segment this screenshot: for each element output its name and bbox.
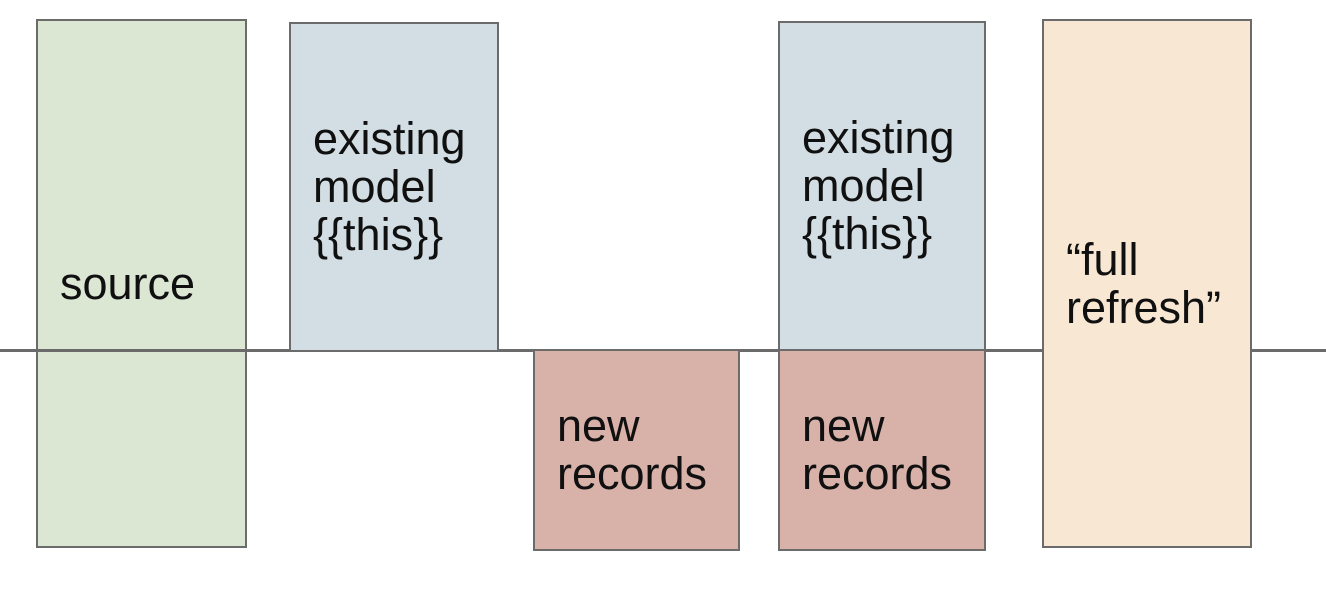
source-box-label: source xyxy=(60,257,196,309)
new-records-box-2-label: new records xyxy=(802,400,953,499)
existing-model-box-1-label: existing model {{this}} xyxy=(313,113,466,260)
existing-model-box-2-label: existing model {{this}} xyxy=(802,112,955,259)
new-records-box-1-label: new records xyxy=(557,400,708,499)
new-records-box-1: new records xyxy=(533,349,740,551)
existing-model-box-1: existing model {{this}} xyxy=(289,22,499,352)
existing-model-box-2: existing model {{this}} xyxy=(778,21,986,351)
new-records-box-2: new records xyxy=(778,349,986,551)
full-refresh-box-label: “full refresh” xyxy=(1066,233,1222,333)
full-refresh-box: “full refresh” xyxy=(1042,19,1252,548)
source-box: source xyxy=(36,19,247,548)
